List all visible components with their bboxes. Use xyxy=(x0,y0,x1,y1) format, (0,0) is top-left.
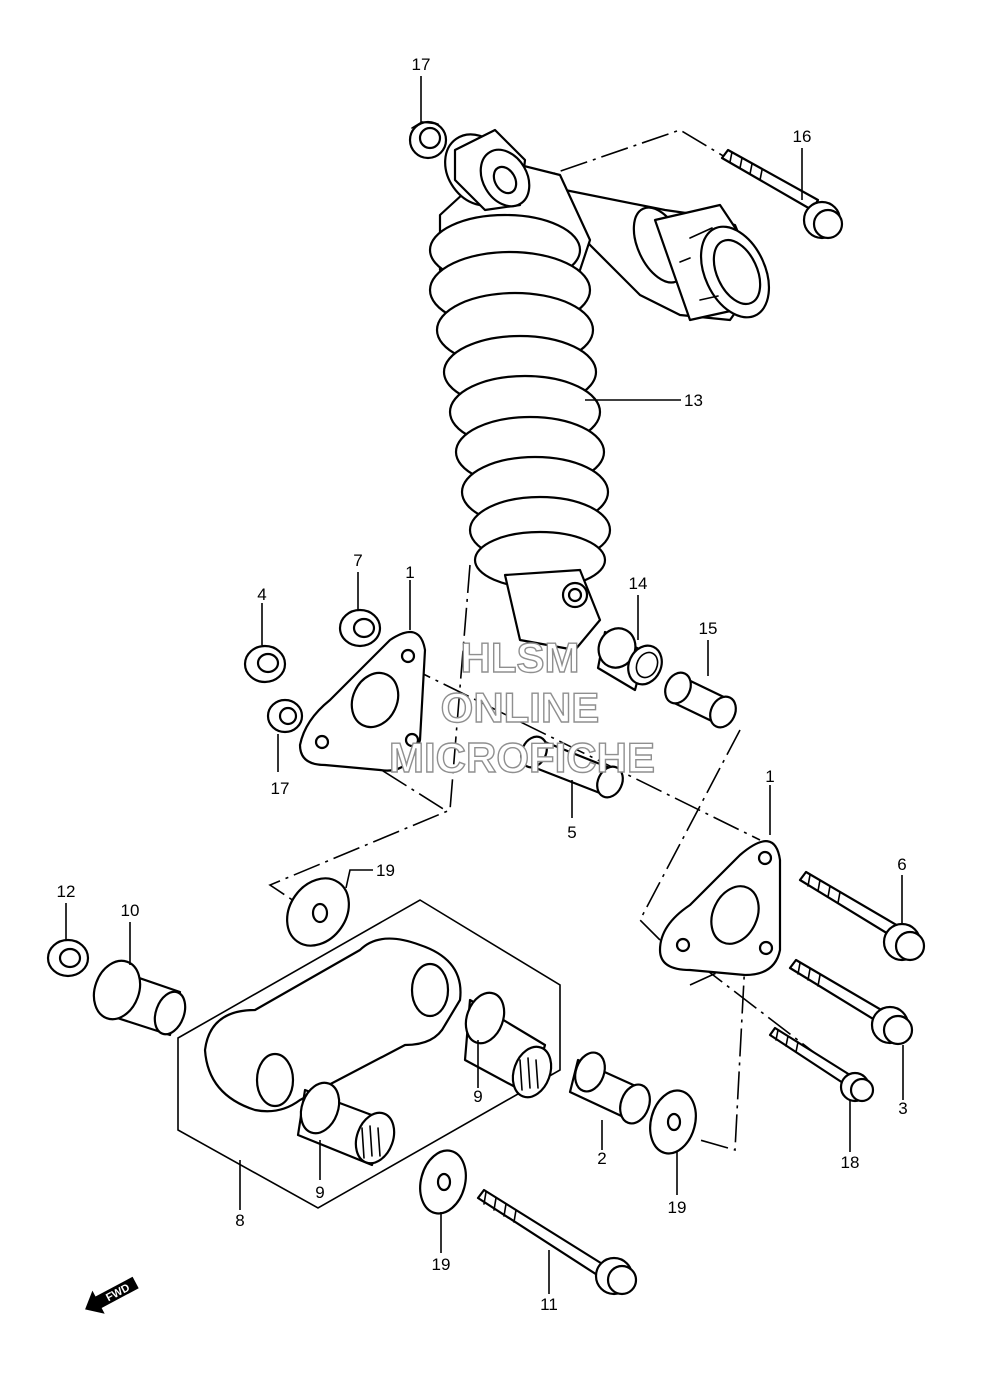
callout-4: 4 xyxy=(257,585,266,604)
callout-19-bottom: 19 xyxy=(432,1255,451,1274)
shock-top-bolt xyxy=(720,148,844,240)
watermark: HLSM ONLINE MICROFICHE xyxy=(388,633,655,781)
callout-5: 5 xyxy=(567,823,576,842)
callout-1-right: 1 xyxy=(765,767,774,786)
callout-9-right: 9 xyxy=(473,1087,482,1106)
callout-17-top: 17 xyxy=(412,55,431,74)
callout-7: 7 xyxy=(353,551,362,570)
callout-18: 18 xyxy=(841,1153,860,1172)
callout-15: 15 xyxy=(699,619,718,638)
callout-6: 6 xyxy=(897,855,906,874)
flange-nut-top xyxy=(408,120,448,160)
nut-and-collar xyxy=(46,938,187,1037)
cushion-plate-upper xyxy=(298,630,427,772)
watermark-line1: HLSM xyxy=(461,634,580,681)
callout-16: 16 xyxy=(793,127,812,146)
bushings-upper xyxy=(520,627,737,799)
shock-absorber xyxy=(428,128,771,652)
callout-17-left: 17 xyxy=(271,779,290,798)
callout-10: 10 xyxy=(121,901,140,920)
watermark-line2: ONLINE xyxy=(441,684,600,731)
callout-12: 12 xyxy=(57,882,76,901)
flange-nuts-left xyxy=(243,608,382,734)
cushion-plate-right xyxy=(658,840,782,977)
callout-labels: 17 16 13 7 1 4 14 15 17 5 1 6 19 12 10 9… xyxy=(57,55,908,1314)
callout-19-upper: 19 xyxy=(376,861,395,880)
callout-1-upper: 1 xyxy=(405,563,414,582)
forward-direction-icon: FWD xyxy=(85,1276,139,1314)
washers xyxy=(286,877,697,1215)
forward-direction-label: FWD xyxy=(104,1282,132,1304)
leader-lines xyxy=(65,76,904,1294)
spacer-collar xyxy=(568,1051,651,1125)
callout-8: 8 xyxy=(235,1211,244,1230)
callout-11: 11 xyxy=(540,1295,558,1314)
callout-9-left: 9 xyxy=(315,1183,324,1202)
callout-2: 2 xyxy=(597,1149,606,1168)
bolts-right xyxy=(768,870,926,1103)
callout-3: 3 xyxy=(898,1099,907,1118)
callout-13: 13 xyxy=(684,391,703,410)
lever-bolt xyxy=(476,1188,638,1296)
callout-19-right: 19 xyxy=(668,1198,687,1217)
callout-14: 14 xyxy=(629,574,648,593)
watermark-line3: MICROFICHE xyxy=(389,734,655,781)
cushion-lever-assembly xyxy=(177,899,561,1209)
